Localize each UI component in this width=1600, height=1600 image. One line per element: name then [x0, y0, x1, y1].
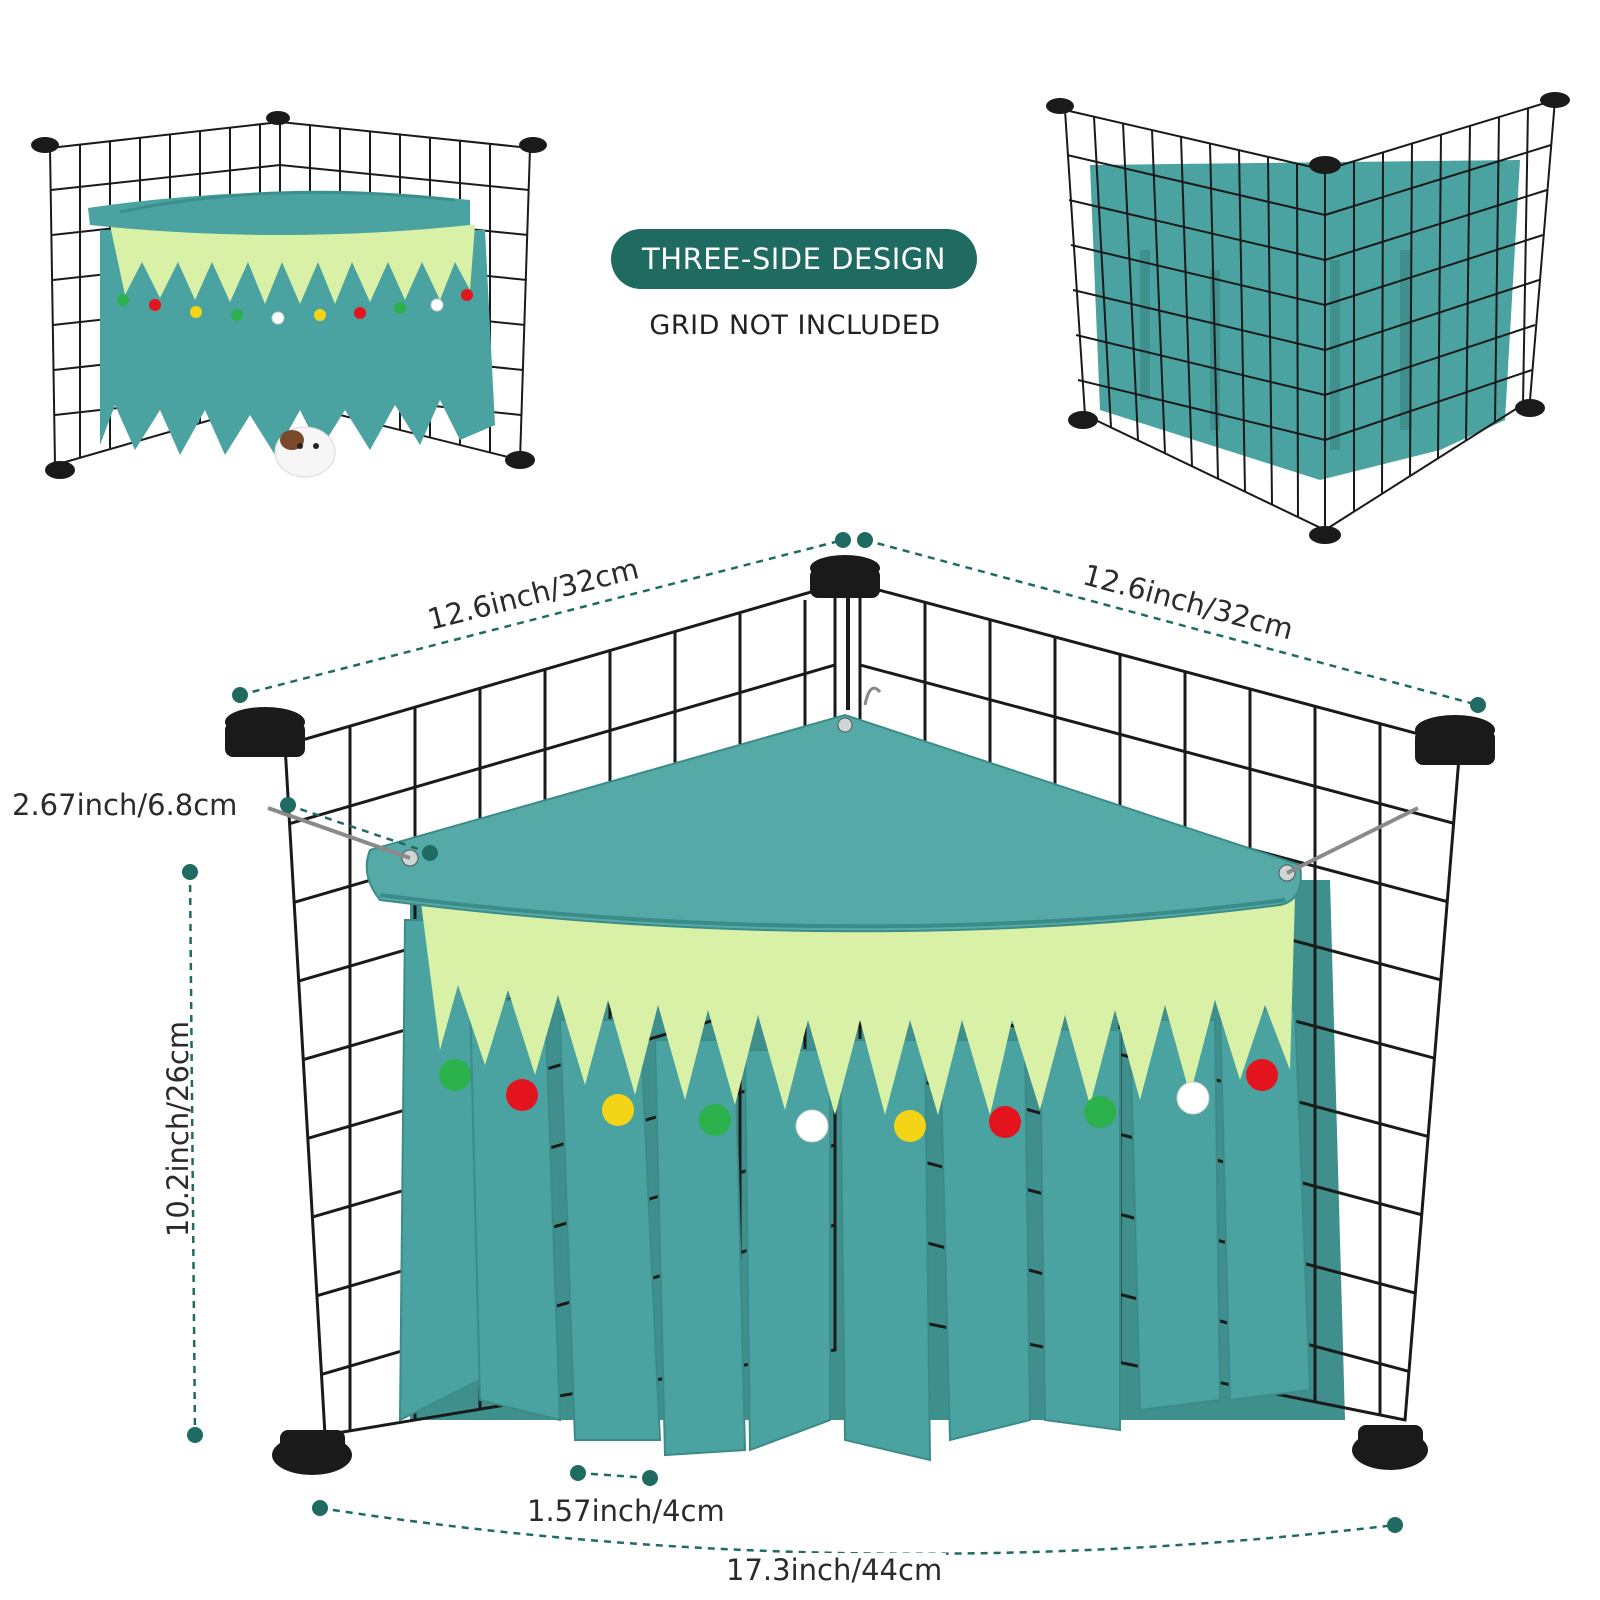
dim-label-front-width: 17.3inch/44cm [722, 1553, 947, 1587]
grid-not-included-note: GRID NOT INCLUDED [649, 310, 941, 341]
pompoms [117, 289, 473, 325]
dim-line-right-side [864, 538, 1479, 707]
hammock-fabric [88, 190, 495, 455]
dim-label-top-gap: 2.67inch/6.8cm [12, 788, 238, 822]
dimension-dots [182, 532, 1486, 1533]
thumbnail-back-view [1046, 92, 1570, 544]
dim-line-front-width [319, 1506, 1396, 1555]
guinea-pig [274, 426, 336, 478]
fabric-strips [398, 919, 1312, 1462]
main-product-view [225, 555, 1495, 1475]
main-pompoms [439, 1059, 1278, 1143]
grid-connectors-back [1046, 92, 1570, 544]
thumbnail-front-view [31, 111, 547, 479]
grid-panel-left-back [1063, 108, 1326, 532]
three-side-design-badge: THREE-SIDE DESIGN [611, 229, 977, 289]
dim-line-height [188, 871, 197, 1436]
hammock-top-fabric [365, 713, 1302, 933]
grid-connectors [31, 111, 547, 479]
dim-label-strip-width: 1.57inch/4cm [527, 1494, 725, 1528]
grid-panel-right-back [1324, 98, 1557, 532]
dim-line-strip-width [577, 1471, 651, 1480]
yellow-zigzag-band [420, 895, 1295, 1115]
main-grid-connectors [225, 555, 1495, 1475]
dim-label-height: 10.2inch/26cm [161, 1020, 196, 1238]
